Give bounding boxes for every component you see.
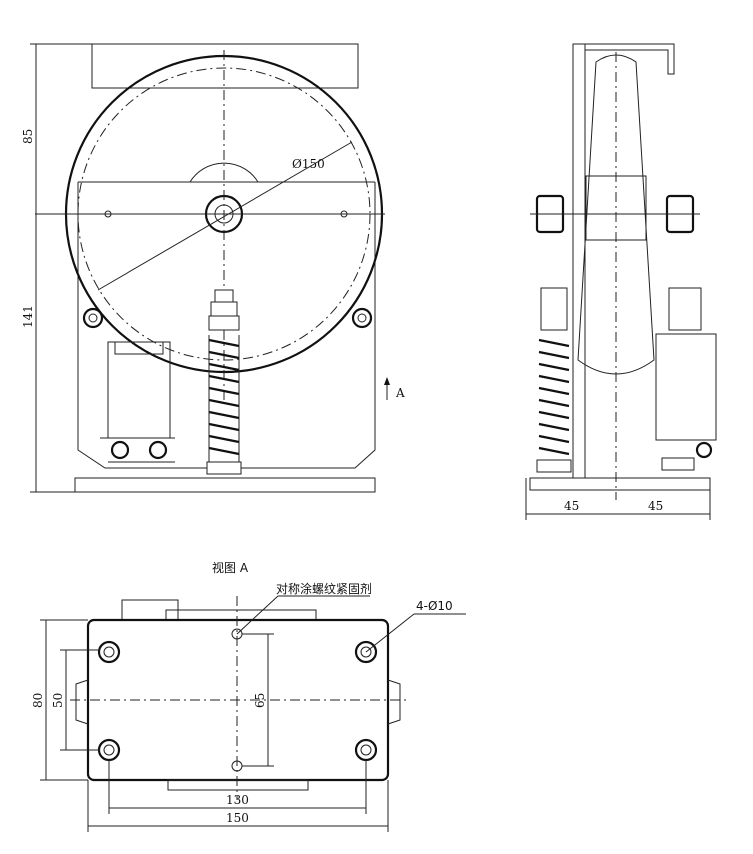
dim-view-a-hole-spacing-horizontal: 130 <box>226 793 249 807</box>
dim-view-a-hole-spacing-vertical: 65 <box>253 693 267 708</box>
view-a-title: 视图 A <box>212 560 249 575</box>
mount-hole-icon <box>354 640 378 664</box>
view-a: 视图 A 对称涂螺纹紧固剂 4-Ø10 <box>31 560 466 832</box>
dim-height-bottom: 141 <box>21 305 35 328</box>
top-bracket <box>91 43 359 89</box>
mount-hole-icon <box>97 738 121 762</box>
dim-side-right: 45 <box>648 499 663 513</box>
base-plate <box>74 477 376 493</box>
mount-hole-icon <box>97 640 121 664</box>
mount-hole-icon <box>354 738 378 762</box>
diameter-leader <box>97 141 353 291</box>
note-threadlocker: 对称涂螺纹紧固剂 <box>276 581 372 596</box>
dim-height-top: 85 <box>21 129 35 144</box>
spring-assembly <box>206 289 242 475</box>
dim-view-a-height-outer: 80 <box>31 693 45 708</box>
view-arrow-a-label: A <box>395 386 405 400</box>
side-spring-right <box>655 287 717 471</box>
dim-diameter-label: Ø150 <box>292 157 325 171</box>
dim-side-left: 45 <box>564 499 579 513</box>
sheave-profile <box>577 54 655 375</box>
top-hook <box>573 43 675 75</box>
dim-view-a-width-outer: 150 <box>226 811 249 825</box>
dim-view-a-height-inner: 50 <box>51 693 65 708</box>
note-holes: 4-Ø10 <box>416 599 453 613</box>
mount-bolt-left-icon <box>82 307 104 329</box>
limit-switch <box>100 341 175 463</box>
side-view: 45 45 <box>525 43 717 520</box>
side-base <box>529 477 711 491</box>
mount-bolt-right-icon <box>351 307 373 329</box>
front-view: Ø150 A <box>21 43 405 493</box>
upright-plate <box>572 43 586 479</box>
side-spring-left <box>536 287 572 473</box>
